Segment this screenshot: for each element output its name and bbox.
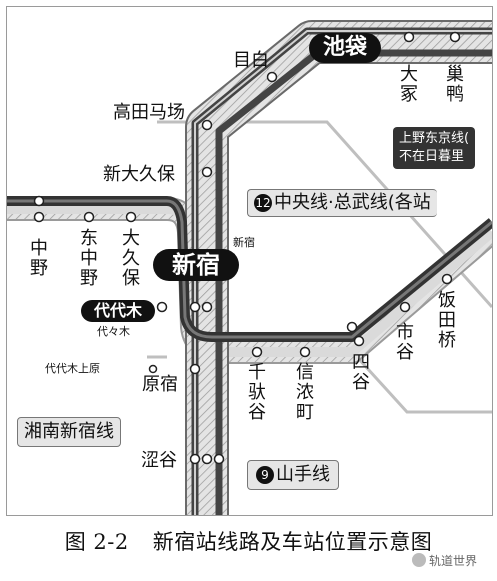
dot-iidabashi: [441, 273, 453, 285]
dot-nakano-1: [33, 195, 45, 207]
station-yotsuya: 四谷: [352, 352, 370, 393]
legend-chuo-label: 中央线·总武线(各站: [274, 192, 431, 213]
station-shinanomachi: 信浓町: [296, 362, 314, 423]
dot-takadanobaba: [201, 119, 213, 131]
dot-yotsuya-a: [346, 321, 358, 333]
dot-sugamo: [449, 31, 461, 43]
figure-title: 新宿站线路及车站位置示意图: [152, 530, 433, 554]
dot-harajuku: [189, 363, 201, 375]
dot-mejiro: [266, 71, 278, 83]
station-yoyogi: 代代木: [81, 300, 155, 322]
dot-okubo: [125, 211, 137, 223]
watermark-text: 轨道世界: [429, 554, 478, 568]
station-shinokubo: 新大久保: [103, 164, 175, 185]
station-sendagaya: 千驮谷: [248, 362, 266, 423]
station-ikebukuro: 池袋: [309, 33, 381, 63]
station-shibuya: 涩谷: [141, 450, 177, 471]
dot-yotsuya-b: [353, 335, 365, 347]
wechat-icon: [412, 553, 426, 567]
station-iidabashi: 饭田桥: [438, 290, 456, 351]
legend-ueno-line1: 上野东京线(: [399, 131, 470, 146]
dot-shibuya-c: [213, 453, 225, 465]
station-dots: [33, 31, 461, 465]
station-yoyogi-small: 代々木: [97, 325, 130, 338]
dot-shibuya-b: [201, 453, 213, 465]
station-higashinakano: 东中野: [80, 228, 98, 289]
legend-yamanote-number: 9: [256, 466, 274, 484]
legend-ueno-tokyo: 上野东京线( 不在日暮里: [393, 127, 476, 169]
dot-yoyogi-c: [156, 301, 168, 313]
station-shinjuku: 新宿: [153, 249, 239, 281]
dot-sendagaya: [251, 346, 263, 358]
dot-ichigaya: [399, 301, 411, 313]
legend-shonan-label: 湘南新宿线: [24, 421, 114, 442]
route-map: 池袋 目白 高田马场 新大久保 新宿 新宿 代代木 代々木 代代木上原 原宿 涩…: [6, 6, 493, 516]
dot-shinokubo: [201, 166, 213, 178]
station-sugamo: 巢鸭: [446, 64, 464, 105]
legend-shonan-shinjuku: 湘南新宿线: [17, 417, 121, 447]
station-nakano: 中野: [30, 238, 48, 279]
chuo-rapid-line: [7, 196, 492, 342]
yamanote-line: [185, 20, 492, 515]
track-diagram: [7, 20, 492, 515]
station-okubo: 大久保: [122, 228, 140, 289]
dot-higashinakano: [83, 211, 95, 223]
dot-otsuka: [403, 31, 415, 43]
station-otsuka: 大冢: [400, 64, 418, 105]
station-ichigaya: 市谷: [396, 322, 414, 363]
dot-yoyogi-a: [189, 301, 201, 313]
station-yoyogi-uehara: 代代木上原: [45, 362, 100, 375]
dot-nakano-2: [33, 211, 45, 223]
dot-shinanomachi: [299, 346, 311, 358]
station-mejiro: 目白: [233, 50, 269, 71]
dot-yoyogi-uehara: [148, 364, 158, 374]
station-takadanobaba: 高田马场: [113, 102, 185, 123]
station-harajuku: 原宿: [142, 374, 178, 395]
dot-yoyogi-b: [201, 301, 213, 313]
figure-caption: 图 2-2 新宿站线路及车站位置示意图: [0, 526, 497, 556]
dot-shibuya-a: [189, 453, 201, 465]
legend-ueno-line2: 不在日暮里: [399, 149, 465, 164]
legend-yamanote-label: 山手线: [276, 464, 330, 485]
station-shinjuku-small: 新宿: [233, 236, 255, 249]
figure-number: 图 2-2: [64, 530, 129, 554]
watermark: 轨道世界: [412, 552, 477, 569]
legend-chuo-number: 12: [254, 194, 272, 212]
